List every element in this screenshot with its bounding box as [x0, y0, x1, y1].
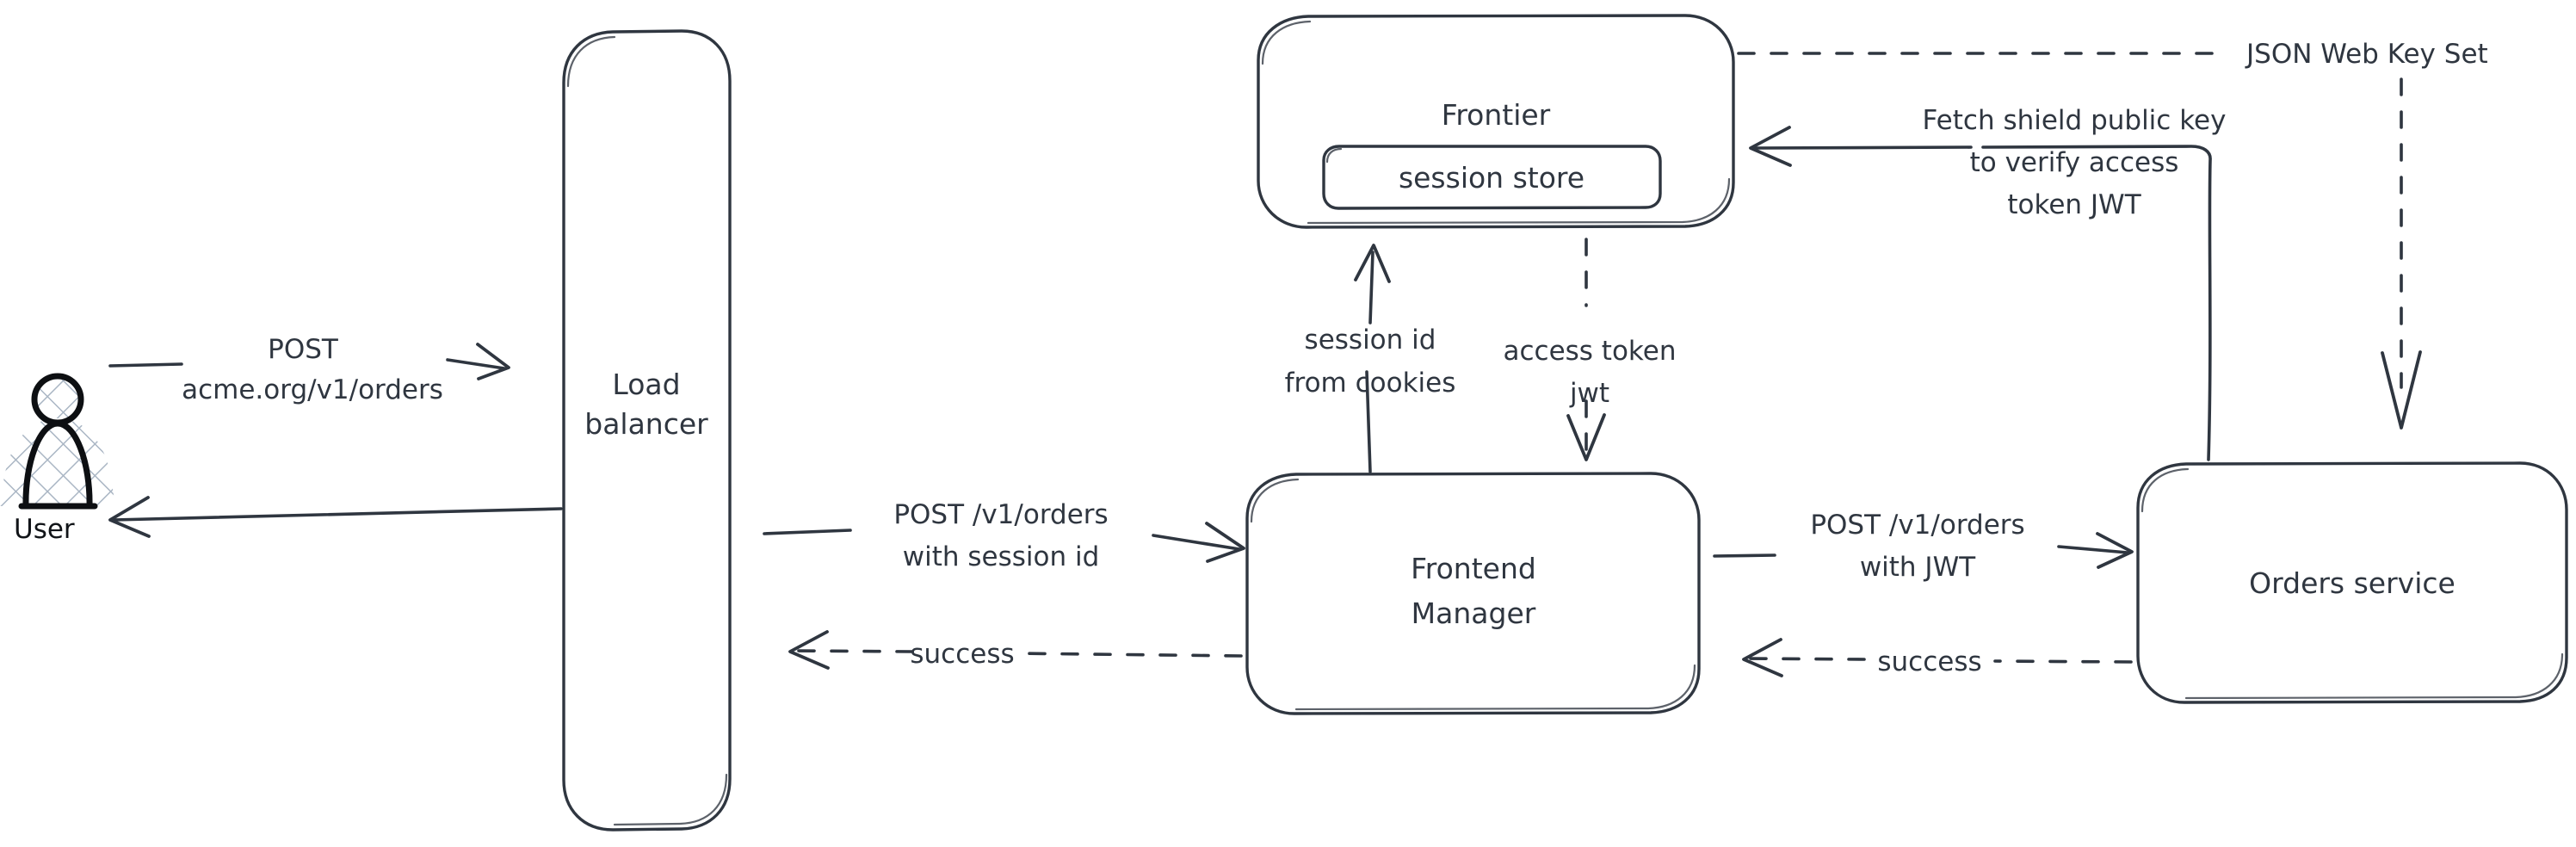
- edge-label-with-jwt: with JWT: [1860, 552, 1976, 583]
- edge-label-post-v1-orders-b: POST /v1/orders: [1810, 510, 2024, 541]
- edge-label-success-left: success: [910, 639, 1014, 670]
- edge-frontend-manager-to-frontier: session id from cookies: [1285, 244, 1456, 473]
- edge-label-post: POST: [268, 334, 339, 365]
- user-body-icon: [22, 420, 93, 510]
- edge-orders-service-to-frontier: Fetch shield public key to verify access…: [1749, 105, 2227, 461]
- edge-label-fetch-line1: Fetch shield public key: [1923, 105, 2227, 136]
- node-frontend-manager[interactable]: Frontend Manager: [1245, 472, 1701, 715]
- node-load-balancer[interactable]: Load balancer: [562, 29, 732, 832]
- session-store-label: session store: [1399, 161, 1585, 195]
- edge-orders-service-to-frontend-manager: success: [1742, 638, 2133, 677]
- load-balancer-label-line2: balancer: [584, 407, 708, 441]
- edge-frontier-to-frontend-manager: access token jwt: [1503, 238, 1677, 461]
- node-session-store[interactable]: session store: [1322, 145, 1662, 210]
- edge-label-jwks: JSON Web Key Set: [2245, 39, 2488, 70]
- edge-label-fetch-line3: token JWT: [2007, 189, 2141, 220]
- frontend-manager-label-line2: Manager: [1412, 597, 1536, 630]
- edge-frontier-to-orders-service: JSON Web Key Set: [1737, 39, 2488, 430]
- edge-load-balancer-to-user: [108, 496, 563, 538]
- edge-label-success-right: success: [1877, 646, 1981, 677]
- edge-label-jwt: jwt: [1569, 378, 1609, 409]
- load-balancer-label-line1: Load: [612, 368, 680, 401]
- edge-label-access-token: access token: [1503, 336, 1676, 367]
- edge-label-post-v1-orders-a: POST /v1/orders: [893, 499, 1108, 530]
- edge-frontend-manager-to-orders-service: POST /v1/orders with JWT: [1713, 510, 2134, 583]
- edge-label-post-url: acme.org/v1/orders: [182, 374, 443, 405]
- frontend-manager-label-line1: Frontend: [1411, 552, 1536, 585]
- actor-user: User: [0, 373, 115, 545]
- node-frontier[interactable]: Frontier session store: [1257, 14, 1735, 229]
- edge-label-fetch-line2: to verify access: [1970, 147, 2179, 178]
- edge-label-from-cookies: from cookies: [1285, 368, 1456, 399]
- edge-user-to-load-balancer: POST acme.org/v1/orders: [108, 334, 510, 405]
- edge-load-balancer-to-frontend-manager: POST /v1/orders with session id: [763, 499, 1245, 572]
- frontier-label: Frontier: [1442, 98, 1551, 132]
- orders-service-label: Orders service: [2249, 566, 2456, 600]
- edge-label-with-session-id: with session id: [903, 541, 1100, 572]
- edge-label-session-id: session id: [1305, 325, 1436, 355]
- edge-frontend-manager-to-load-balancer: success: [788, 630, 1243, 670]
- node-orders-service[interactable]: Orders service: [2136, 461, 2568, 704]
- actor-user-label: User: [14, 514, 75, 545]
